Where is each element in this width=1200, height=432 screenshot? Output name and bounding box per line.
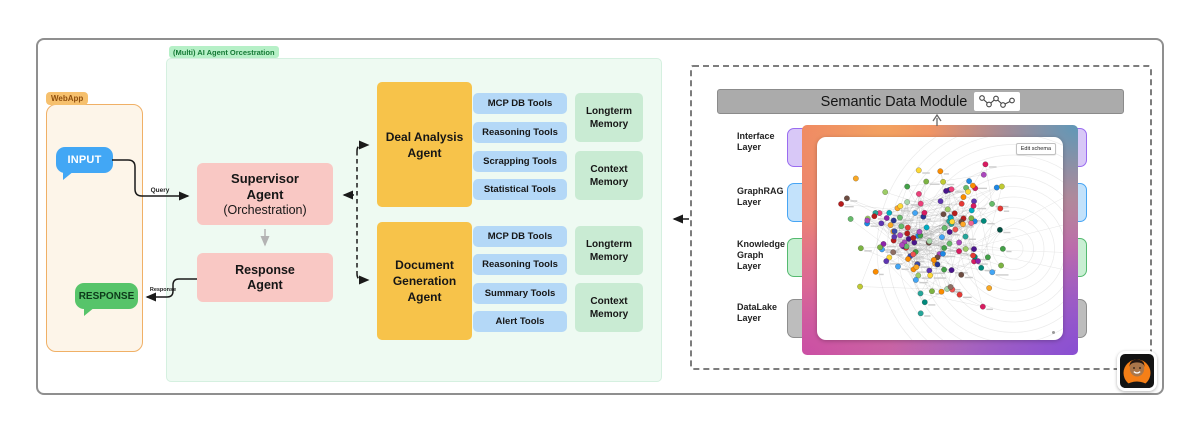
deal-longterm-memory: Longterm Memory [575, 93, 643, 142]
response-agent-line1: Response [235, 262, 295, 277]
tool-reasoning: Reasoning Tools [473, 122, 567, 143]
webapp-tag: WebApp [46, 92, 89, 105]
semantic-module-panel [690, 65, 1152, 370]
doc-agent-line2: Generation [392, 274, 457, 288]
supervisor-line3: (Orchestration) [223, 202, 307, 217]
avatar-photo [1120, 354, 1154, 388]
edit-schema-button[interactable]: Edit schema [1015, 143, 1056, 155]
doc-agent-line1: Document [395, 258, 454, 272]
graph-network-icon [974, 92, 1021, 111]
watermark-dot [1052, 331, 1055, 334]
datalake-layer-label: DataLake Layer [737, 302, 778, 323]
response-agent-line2: Agent [247, 277, 283, 292]
doc-context-memory: Context Memory [575, 283, 643, 332]
supervisor-agent-box: Supervisor Agent (Orchestration) [197, 163, 333, 225]
tool-scrapping: Scrapping Tools [473, 151, 567, 172]
input-label: INPUT [67, 154, 102, 166]
doc-longterm-memory: Longterm Memory [575, 226, 643, 275]
supervisor-line1: Supervisor [231, 170, 299, 186]
deal-agent-line2: Agent [407, 145, 442, 160]
semantic-module-header: Semantic Data Module [717, 89, 1124, 114]
interface-layer-label: Interface Layer [737, 131, 775, 152]
tool-alert: Alert Tools [473, 311, 567, 332]
author-avatar [1117, 351, 1157, 391]
document-generation-agent-box: Document Generation Agent [377, 222, 472, 340]
tool-mcp-db-2: MCP DB Tools [473, 226, 567, 247]
semantic-module-title: Semantic Data Module [820, 93, 968, 110]
response-bubble: RESPONSE [75, 283, 138, 316]
response-agent-box: Response Agent [197, 253, 333, 302]
tool-statistical: Statistical Tools [473, 179, 567, 200]
deal-analysis-agent-box: Deal Analysis Agent [377, 82, 472, 207]
speech-tail-icon [63, 171, 74, 180]
webapp-panel [46, 104, 143, 352]
tool-summary: Summary Tools [473, 283, 567, 304]
input-bubble: INPUT [56, 147, 113, 180]
supervisor-line2: Agent [246, 186, 284, 202]
graphrag-layer-label: GraphRAG Layer [737, 186, 784, 207]
knowledge-graph-layer-label: Knowledge Graph Layer [737, 239, 786, 271]
doc-agent-line3: Agent [407, 290, 442, 304]
deal-context-memory: Context Memory [575, 151, 643, 200]
speech-tail-icon [84, 307, 95, 316]
tool-reasoning-2: Reasoning Tools [473, 254, 567, 275]
tool-mcp-db: MCP DB Tools [473, 93, 567, 114]
deal-agent-line1: Deal Analysis [385, 129, 464, 144]
graph-nodes-canvas [838, 137, 1063, 340]
response-label: RESPONSE [78, 290, 135, 302]
orchestration-tag: (Multi) AI Agent Orcestration [169, 46, 279, 58]
knowledge-graph-visualization: Edit schema [817, 137, 1063, 340]
outer-frame [36, 38, 1164, 395]
